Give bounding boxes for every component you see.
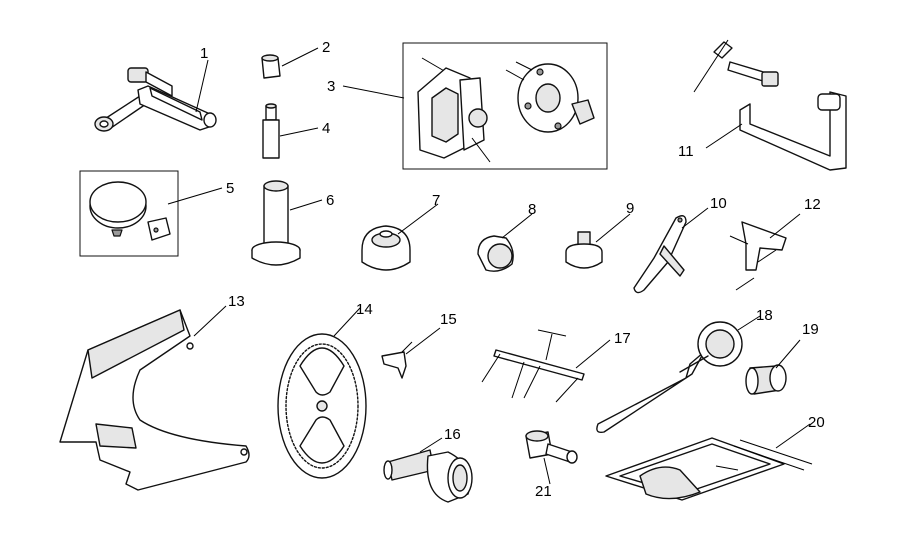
part-7-drawing: 7 <box>361 192 440 271</box>
part-10-drawing: 10 <box>633 195 727 294</box>
callout-2: 2 <box>322 39 330 56</box>
part-9-drawing: 9 <box>565 200 634 269</box>
callout-12: 12 <box>804 196 821 213</box>
part-6-drawing: 6 <box>251 180 334 266</box>
callout-1: 1 <box>200 45 208 62</box>
part-5-drawing: 5 <box>79 170 234 257</box>
part-14-drawing: 14 <box>277 301 373 479</box>
callout-15: 15 <box>440 311 457 328</box>
part-3-drawing: 3 <box>327 42 608 170</box>
callout-14: 14 <box>356 301 373 318</box>
part-13-drawing: 13 <box>59 293 250 491</box>
callout-13: 13 <box>228 293 245 310</box>
callout-5: 5 <box>226 180 234 197</box>
part-18-drawing: 18 <box>596 307 773 434</box>
callout-6: 6 <box>326 192 334 209</box>
callout-18: 18 <box>756 307 773 324</box>
part-12-drawing: 12 <box>729 196 821 291</box>
callout-19: 19 <box>802 321 819 338</box>
callout-3: 3 <box>327 78 335 95</box>
part-20-drawing: 20 <box>605 414 825 501</box>
callout-16: 16 <box>444 426 461 443</box>
callout-21: 21 <box>535 483 552 500</box>
callout-11: 11 <box>678 143 694 160</box>
part-15-drawing: 15 <box>381 311 457 379</box>
part-21-drawing: 21 <box>525 430 578 500</box>
part-17-drawing: 17 <box>481 329 631 403</box>
part-3-box <box>402 42 608 170</box>
callout-10: 10 <box>710 195 727 212</box>
callout-7: 7 <box>432 192 440 209</box>
callout-9: 9 <box>626 200 634 217</box>
part-11-drawing: 11 <box>678 39 847 171</box>
callout-4: 4 <box>322 120 330 137</box>
part-2-drawing: 2 <box>261 39 330 79</box>
callout-8: 8 <box>528 201 536 218</box>
part-4-drawing: 4 <box>262 103 330 159</box>
callout-17: 17 <box>614 330 631 347</box>
part-1-drawing: 1 <box>94 45 217 132</box>
part-16-drawing: 16 <box>383 426 473 503</box>
part-19-drawing: 19 <box>745 321 819 395</box>
part-5-box <box>79 170 179 257</box>
callout-20: 20 <box>808 414 825 431</box>
part-8-drawing: 8 <box>477 201 536 272</box>
